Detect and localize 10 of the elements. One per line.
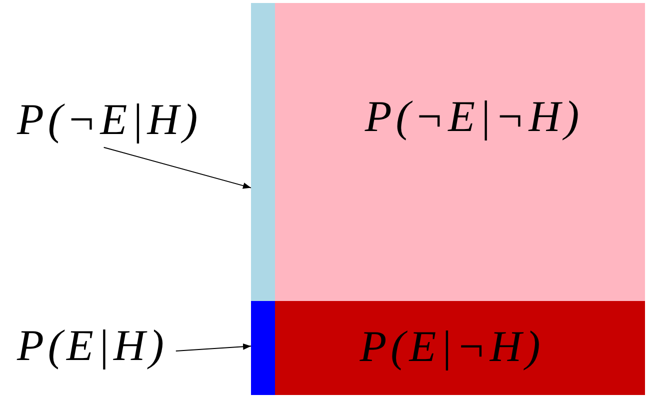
formula-label: P(¬E|H) xyxy=(17,96,202,144)
leader-arrow xyxy=(103,146,252,189)
formula-label: P(E|H) xyxy=(17,322,168,370)
formula-text: P(¬E|¬H) xyxy=(364,93,584,142)
probability-area xyxy=(275,3,645,301)
formula-text: P(E|¬H) xyxy=(360,323,544,372)
probability-strip xyxy=(251,3,275,301)
probability-strip xyxy=(251,301,275,395)
leader-arrow xyxy=(175,343,252,352)
probability-area xyxy=(275,301,645,395)
